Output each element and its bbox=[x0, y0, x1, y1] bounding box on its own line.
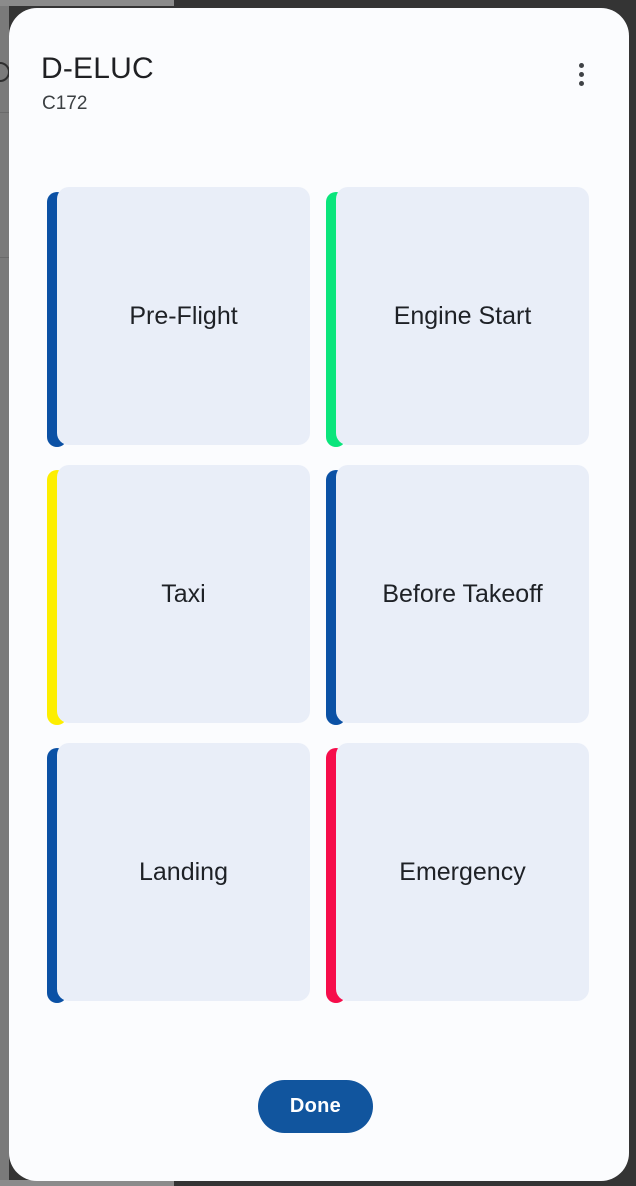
kebab-menu-icon bbox=[578, 80, 584, 86]
kebab-menu-icon bbox=[578, 62, 584, 68]
checklist-label: Taxi bbox=[161, 579, 206, 608]
checklist-tile-emergency[interactable]: Emergency bbox=[326, 743, 589, 1003]
checklist-label: Engine Start bbox=[393, 301, 532, 330]
done-button[interactable]: Done bbox=[258, 1080, 373, 1133]
underlying-app-bottom-edge bbox=[0, 1180, 174, 1186]
checklist-tile-pre-flight[interactable]: Pre-Flight bbox=[47, 187, 310, 447]
kebab-menu-icon bbox=[578, 71, 584, 77]
checklist-card: Landing bbox=[57, 743, 310, 1001]
checklist-card: Before Takeoff bbox=[336, 465, 589, 723]
checklist-tile-taxi[interactable]: Taxi bbox=[47, 465, 310, 725]
overflow-menu-button[interactable] bbox=[557, 50, 605, 98]
underlying-app-left-edge bbox=[0, 6, 9, 1180]
checklist-tile-landing[interactable]: Landing bbox=[47, 743, 310, 1003]
underlying-app-divider bbox=[0, 257, 9, 258]
underlying-app-glyph-fragment bbox=[0, 62, 9, 82]
checklist-label: Before Takeoff bbox=[382, 579, 543, 608]
checklist-grid: Pre-Flight Engine Start Taxi Before Take… bbox=[47, 187, 589, 1003]
checklist-label: Emergency bbox=[399, 857, 526, 886]
checklist-label: Pre-Flight bbox=[129, 301, 238, 330]
checklist-tile-before-takeoff[interactable]: Before Takeoff bbox=[326, 465, 589, 725]
underlying-app-divider bbox=[0, 112, 9, 113]
checklist-card: Emergency bbox=[336, 743, 589, 1001]
checklist-dialog: D-ELUC C172 Pre-Flight Engine Start Taxi bbox=[9, 8, 629, 1181]
aircraft-registration-title: D-ELUC bbox=[41, 52, 154, 85]
checklist-card: Engine Start bbox=[336, 187, 589, 445]
checklist-card: Taxi bbox=[57, 465, 310, 723]
checklist-tile-engine-start[interactable]: Engine Start bbox=[326, 187, 589, 447]
checklist-card: Pre-Flight bbox=[57, 187, 310, 445]
underlying-app-top-edge bbox=[0, 0, 174, 6]
checklist-label: Landing bbox=[139, 857, 228, 886]
aircraft-type-subtitle: C172 bbox=[42, 93, 88, 114]
